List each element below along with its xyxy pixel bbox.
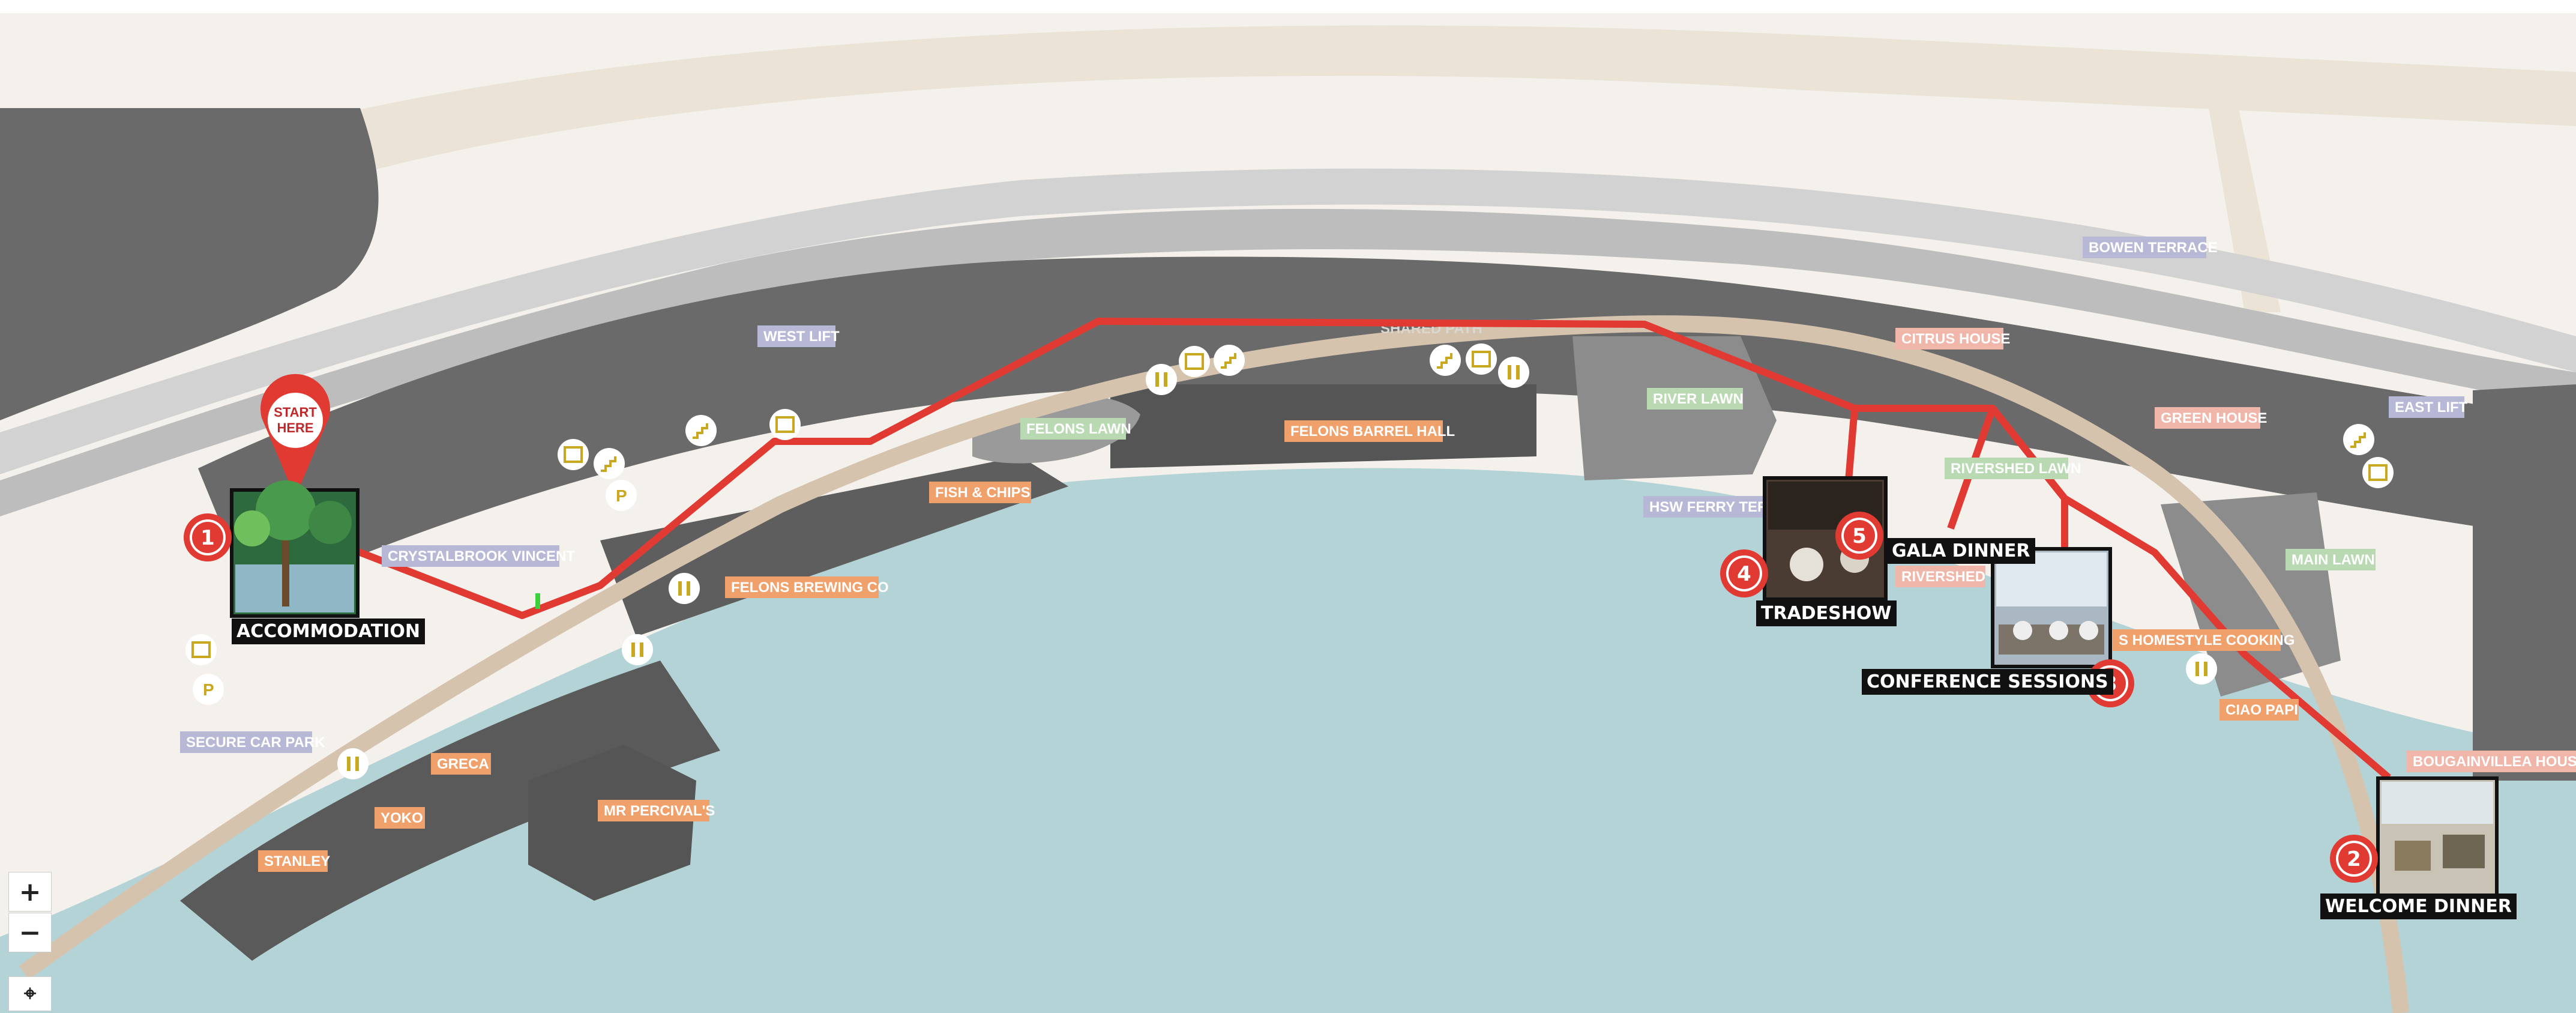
- stairs-icon: [1430, 345, 1461, 376]
- stop-5-number: 5: [1852, 524, 1867, 548]
- location-tick: [535, 593, 540, 609]
- bowen-terrace-road: [312, 25, 2576, 181]
- bowen-terrace-label: BOWEN TERRACE: [2089, 240, 2218, 256]
- stop-2-number: 2: [2347, 847, 2361, 871]
- felons-lawn-label: FELONS LAWN: [1026, 421, 1131, 437]
- rivershed-lawn-label: RIVERSHED LAWN: [1951, 461, 2081, 477]
- lift-icon: [769, 409, 801, 440]
- lift-icon: [1179, 346, 1210, 377]
- route-spur-conference: [1990, 406, 2068, 552]
- stop-5-badge[interactable]: 5: [1835, 512, 1883, 560]
- stairs-icon: [594, 448, 625, 479]
- stop-4-badge[interactable]: 4: [1720, 549, 1768, 597]
- stop-2-caption[interactable]: WELCOME DINNER: [2320, 894, 2517, 919]
- toilet-icon: [1498, 357, 1529, 388]
- crystalbrook-label: CRYSTALBROOK VINCENT: [388, 548, 575, 564]
- homestyle-cooking-label: S HOMESTYLE COOKING: [2119, 632, 2295, 649]
- western-building-block: [0, 108, 379, 420]
- stop-4-number: 4: [1737, 562, 1751, 586]
- toilet-icon: [622, 634, 653, 665]
- svg-text:P: P: [616, 486, 627, 505]
- cliff-band: [0, 208, 2576, 516]
- stop-3-caption[interactable]: CONFERENCE SESSIONS: [1862, 669, 2113, 695]
- yoko-label: YOKO: [381, 810, 423, 826]
- toilet-icon: [669, 573, 700, 604]
- bougainvillea-label: BOUGAINVILLEA HOUSE: [2413, 754, 2576, 770]
- route-spur-gala: [1845, 408, 1858, 481]
- toilet-icon: [1146, 364, 1177, 395]
- upper-cliff: [0, 168, 2576, 474]
- lift-icon: [1466, 343, 1497, 375]
- parking-icon: P: [606, 480, 637, 511]
- citrus-house-label: CITRUS HOUSE: [1901, 331, 2010, 347]
- eastern-buildings: [2473, 384, 2576, 781]
- mr-percivals-label: MR PERCIVAL'S: [604, 803, 715, 819]
- secure-car-park-label: SECURE CAR PARK: [186, 734, 325, 751]
- lift-icon: [185, 634, 217, 665]
- stairs-icon: [685, 415, 717, 446]
- stop-1-photo[interactable]: [230, 480, 360, 618]
- stairs-icon: [1214, 345, 1245, 376]
- place-labels: WEST LIFT CRYSTALBROOK VINCENT FELONS LA…: [180, 237, 2576, 872]
- toilet-icon: [337, 748, 369, 779]
- lift-icon: [2362, 457, 2394, 488]
- event-route-line: [355, 318, 2391, 781]
- stop-1-caption[interactable]: ACCOMMODATION: [232, 618, 425, 644]
- toilet-icon: [2186, 653, 2217, 685]
- mr-percivals-building: [528, 745, 696, 901]
- hsw-ferry-label: HSW FERRY TERM: [1649, 499, 1780, 515]
- stop-4-caption[interactable]: TRADESHOW: [1756, 600, 1897, 626]
- west-lift-label: WEST LIFT: [763, 328, 840, 345]
- greca-label: GRECA: [437, 756, 489, 772]
- lift-icon: [558, 439, 589, 470]
- top-strip: [0, 0, 2576, 13]
- felons-barrel-hall-label: FELONS BARREL HALL: [1290, 423, 1455, 440]
- amenity-icons: P P: [185, 343, 2394, 779]
- howard-smith-buildings: [180, 661, 720, 961]
- main-lawn-label: MAIN LAWN: [2292, 552, 2375, 568]
- ciao-papi-label: CIAO PAPI: [2225, 702, 2298, 718]
- stop-2-photo[interactable]: [2376, 776, 2499, 899]
- stop-5-caption[interactable]: GALA DINNER: [1887, 538, 2035, 564]
- stop-3-photo[interactable]: [1991, 547, 2112, 668]
- start-here-marker[interactable]: START HERE: [260, 373, 330, 497]
- svg-text:P: P: [203, 680, 214, 699]
- east-lift-label: EAST LIFT: [2395, 399, 2468, 416]
- start-here-line2: HERE: [277, 420, 313, 435]
- zoom-in-button[interactable]: +: [8, 872, 52, 912]
- recenter-icon[interactable]: ⌖: [8, 976, 52, 1011]
- green-house-label: GREEN HOUSE: [2161, 410, 2267, 426]
- stairs-icon: [2343, 424, 2374, 455]
- rivershed-label: RIVERSHED: [1901, 569, 1985, 585]
- stop-1-number: 1: [200, 526, 215, 550]
- felons-brewing-label: FELONS BREWING CO: [731, 579, 889, 596]
- parking-icon: P: [193, 674, 224, 705]
- riverwalk-path: [19, 315, 2409, 1013]
- stanley-label: STANLEY: [264, 853, 330, 869]
- stop-2-badge[interactable]: 2: [2330, 835, 2378, 883]
- fish-chips-label: FISH & CHIPS: [935, 485, 1031, 501]
- zoom-out-button[interactable]: −: [8, 913, 52, 952]
- stop-1-badge[interactable]: 1: [184, 513, 232, 561]
- river-lawn-label: RIVER LAWN: [1653, 391, 1744, 407]
- start-here-line1: START: [274, 405, 317, 420]
